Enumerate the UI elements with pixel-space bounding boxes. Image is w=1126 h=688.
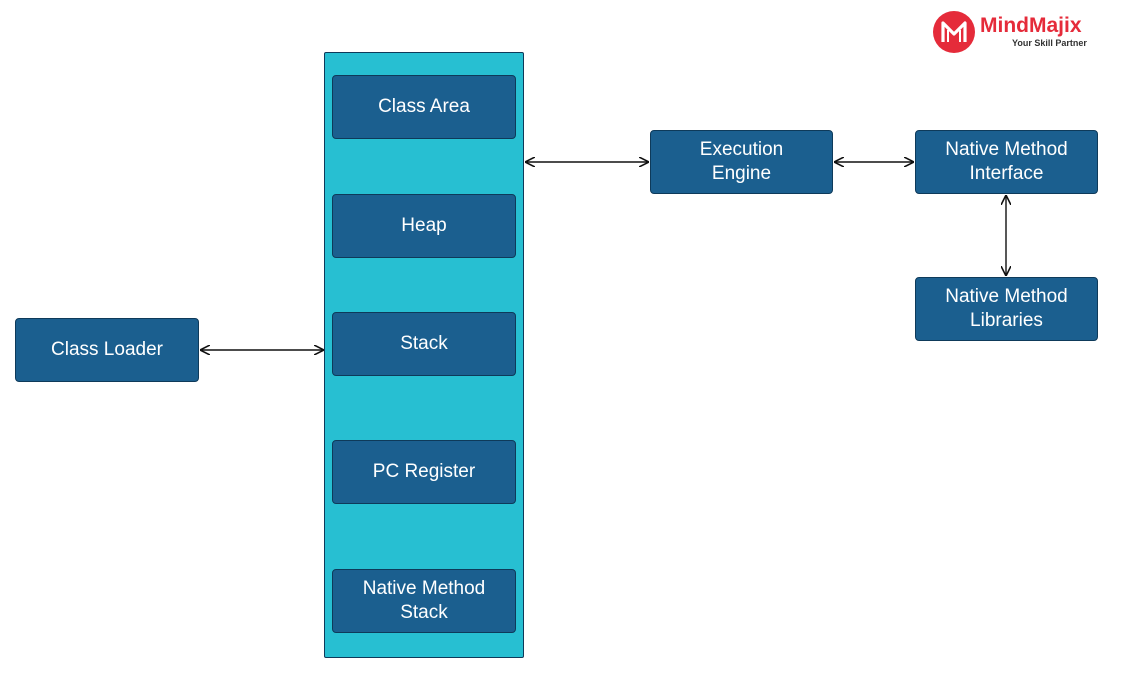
execution-engine-box: Execution Engine <box>650 130 833 194</box>
stack-box: Stack <box>332 312 516 376</box>
native-method-libraries-box: Native Method Libraries <box>915 277 1098 341</box>
logo-tagline: Your Skill Partner <box>1012 38 1087 48</box>
class-loader-box: Class Loader <box>15 318 199 382</box>
native-method-stack-box: Native Method Stack <box>332 569 516 633</box>
logo-name: MindMajix <box>980 14 1082 37</box>
heap-box: Heap <box>332 194 516 258</box>
pc-register-box: PC Register <box>332 440 516 504</box>
native-method-interface-box: Native Method Interface <box>915 130 1098 194</box>
mindmajix-logo: MindMajix Your Skill Partner <box>932 10 1112 54</box>
mindmajix-m-icon <box>933 11 975 53</box>
class-area-box: Class Area <box>332 75 516 139</box>
